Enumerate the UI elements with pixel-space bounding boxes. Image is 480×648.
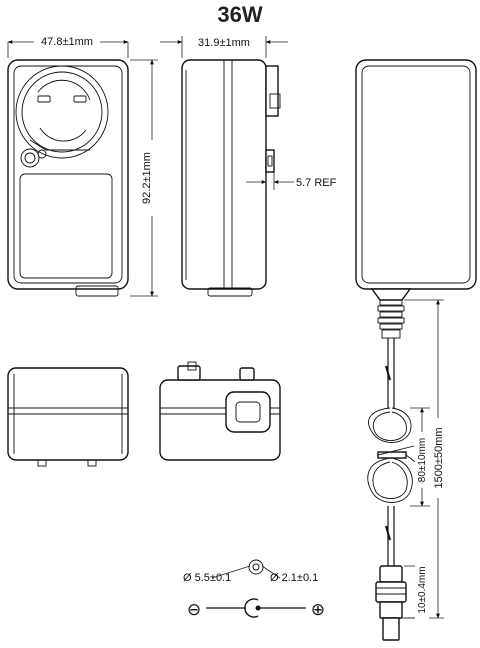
- height-dimension: 92.2±1mm: [130, 59, 158, 297]
- side-view: [181, 59, 281, 297]
- inner-diameter-label: Ø 2.1±0.1: [270, 572, 318, 584]
- width-label: 47.8±1mm: [41, 36, 93, 48]
- cable-length-label: 1500±50mm: [433, 427, 445, 488]
- rear-view: [159, 361, 281, 461]
- height-label: 92.2±1mm: [141, 152, 153, 204]
- width-dimension: 47.8±1mm: [7, 34, 129, 58]
- bundle-length-label: 80±10mm: [417, 438, 428, 482]
- plug-length-label: 10±0.4mm: [417, 566, 428, 613]
- cable-length-dimension: 1500±50mm: [402, 299, 446, 619]
- outer-diameter-label: Ø 5.5±0.1: [183, 572, 231, 584]
- pin-offset-dimension: 5.7 REF: [246, 172, 337, 190]
- cable-view: [355, 59, 477, 641]
- pin-offset-label: 5.7 REF: [296, 177, 337, 189]
- minus-icon: ⊖: [187, 600, 201, 619]
- plus-icon: ⊕: [311, 600, 325, 619]
- depth-label: 31.9±1mm: [198, 37, 250, 49]
- polarity-symbol: ⊖ ⊕: [187, 598, 325, 619]
- bundle-length-dimension: 80±10mm: [410, 407, 430, 507]
- plug-detail: Ø 5.5±0.1 Ø 2.1±0.1: [183, 559, 318, 584]
- front-view: [7, 59, 129, 297]
- bottom-view: [7, 367, 129, 467]
- depth-dimension: 31.9±1mm: [160, 36, 288, 58]
- title: 36W: [217, 2, 262, 27]
- plug-length-dimension: 10±0.4mm: [404, 562, 429, 620]
